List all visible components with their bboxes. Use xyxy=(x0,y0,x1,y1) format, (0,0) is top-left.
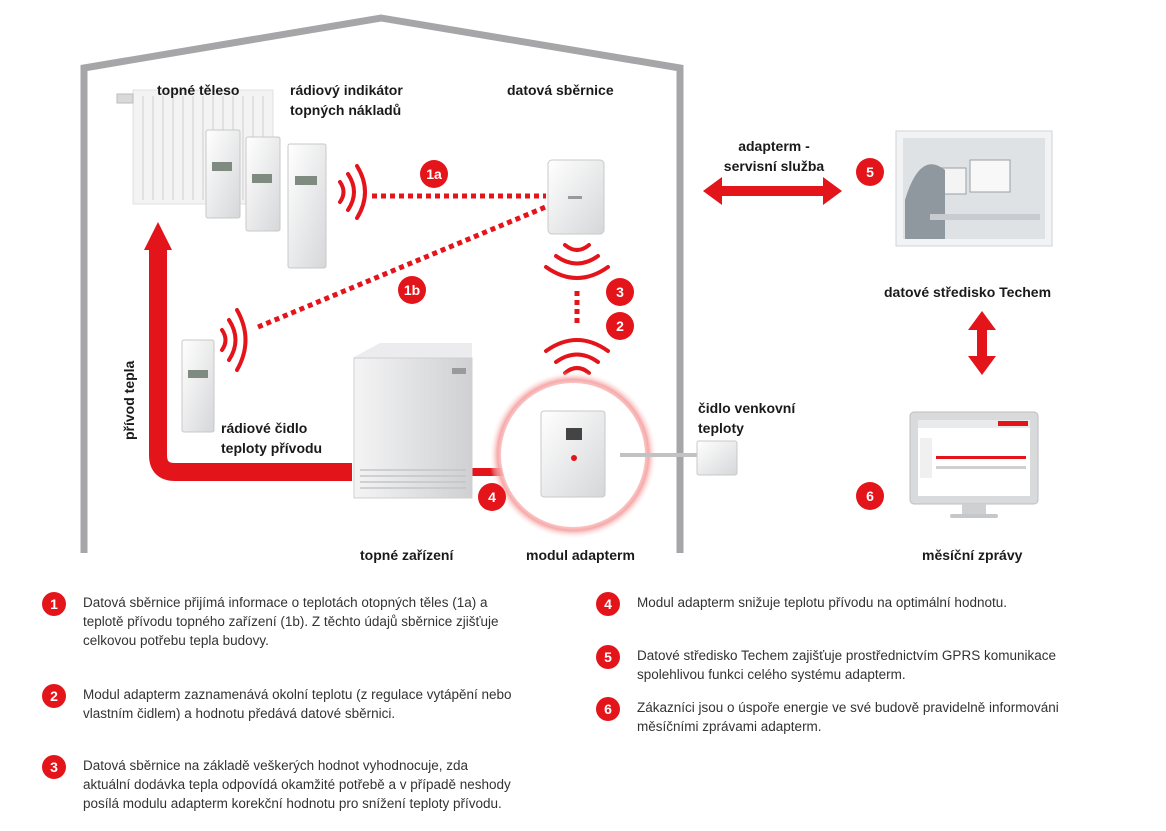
legend-number: 4 xyxy=(596,592,620,616)
badge-4: 4 xyxy=(478,483,506,511)
label-sensor: rádiové čidlo teploty přívodu xyxy=(221,420,323,456)
label-flow: přívod tepla xyxy=(121,360,137,440)
legend-text: Datová sběrnice na základě veškerých hod… xyxy=(83,758,511,811)
badge-3: 3 xyxy=(606,278,634,306)
badge-1a: 1a xyxy=(420,160,448,188)
badge-2: 2 xyxy=(606,312,634,340)
legend-text: Modul adapterm snižuje teplotu přívodu n… xyxy=(637,595,1007,610)
label-module: modul adapterm xyxy=(526,547,635,563)
house-outline xyxy=(80,14,684,553)
legend-number: 6 xyxy=(596,697,620,721)
data-bus-device xyxy=(547,159,605,235)
adapterm-module xyxy=(489,371,657,539)
legend-text: Zákazníci jsou o úspoře energie ve své b… xyxy=(637,700,1059,734)
label-link: adapterm - servisní služba xyxy=(723,138,825,174)
label-indicator: rádiový indikátor topných nákladů xyxy=(290,82,403,118)
legend-number: 3 xyxy=(42,755,66,779)
badge-6: 6 xyxy=(856,482,884,510)
heat-cost-indicators xyxy=(205,129,327,269)
data-center-image xyxy=(895,130,1053,247)
radio-waves-indicator xyxy=(338,164,367,220)
legend-text: Modul adapterm zaznamenává okolní teplot… xyxy=(83,687,512,721)
boiler xyxy=(353,343,473,499)
label-radiator: topné těleso xyxy=(157,82,240,98)
legend-number: 5 xyxy=(596,645,620,669)
radio-waves-module xyxy=(544,338,610,375)
outdoor-sensor xyxy=(620,440,738,476)
link-1b xyxy=(257,203,549,330)
flow-temperature-sensor xyxy=(181,339,215,433)
legend-number: 1 xyxy=(42,592,66,616)
radio-waves-bus xyxy=(544,243,610,280)
monitor-reports xyxy=(909,411,1039,518)
label-outdoor: čidlo venkovní teploty xyxy=(698,400,796,436)
legend-text: Datová sběrnice přijímá informace o tepl… xyxy=(83,595,499,648)
legend-text: Datové středisko Techem zajišťuje prostř… xyxy=(637,648,1056,682)
label-boiler: topné zařízení xyxy=(360,547,454,563)
badge-1b: 1b xyxy=(398,276,426,304)
double-arrow-reports xyxy=(968,311,996,375)
label-databus: datová sběrnice xyxy=(507,82,614,98)
label-reports: měsíční zprávy xyxy=(922,547,1023,563)
badge-5: 5 xyxy=(856,158,884,186)
label-datacenter: datové středisko Techem xyxy=(884,284,1052,300)
double-arrow-link xyxy=(703,177,842,205)
radio-waves-sensor xyxy=(220,308,248,372)
legend-number: 2 xyxy=(42,684,66,708)
